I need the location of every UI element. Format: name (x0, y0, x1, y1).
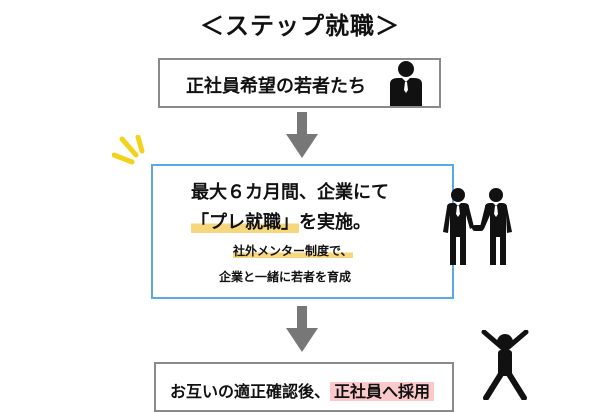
step2-line1: 最大６カ月間、企業にて (191, 182, 389, 203)
step3-box: お互いの適正確認後、正社員へ採用 (154, 362, 454, 412)
step2-box: 最大６カ月間、企業にて 「プレ就職」を実施。 社外メンター制度で、 企業と一緒に… (151, 164, 454, 299)
step3-label: お互いの適正確認後、 (170, 382, 331, 401)
step2-line4: 企業と一緒に若者を育成 (219, 270, 352, 284)
cheering-person-icon (481, 330, 529, 400)
pre-employment-highlight: 「プレ就職」 (191, 212, 299, 233)
mentor-highlight: 社外メンター制度で、 (233, 244, 353, 258)
step2-line2: 「プレ就職」を実施。 (191, 208, 371, 234)
two-businessmen-icon (443, 188, 512, 265)
down-arrow-icon (286, 112, 318, 158)
step2-line3: 社外メンター制度で、 (233, 242, 353, 259)
sparkle-icon (112, 135, 145, 165)
step3-text: お互いの適正確認後、正社員へ採用 (170, 378, 435, 402)
step1-text: 正社員希望の若者たち (186, 76, 366, 97)
diagram-title: ＜ステップ就職＞ (200, 12, 400, 40)
step2-line2-rest: を実施。 (299, 212, 371, 233)
hire-highlight: 正社員へ採用 (330, 382, 435, 401)
down-arrow-icon (286, 306, 318, 352)
businessman-icon (390, 61, 422, 106)
